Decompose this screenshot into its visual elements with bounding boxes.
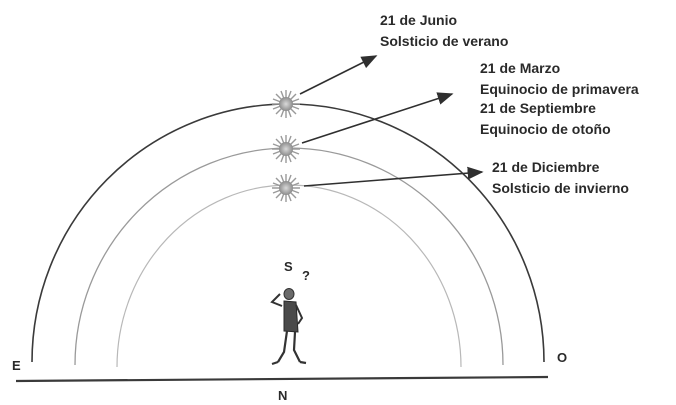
horizon-line <box>15 375 549 383</box>
sun-icon-equinox <box>272 135 300 163</box>
label-south: S <box>284 259 293 274</box>
sun-icon-june <box>272 90 300 118</box>
observer-figure-icon <box>270 288 307 366</box>
sun-icon-december <box>272 174 300 202</box>
label-north: N <box>278 388 287 403</box>
label-march-date: 21 de Marzo <box>480 60 560 76</box>
thought-question-mark: ? <box>302 268 310 283</box>
winter-solstice-arc <box>116 184 462 368</box>
label-june-name: Solsticio de verano <box>380 33 508 49</box>
label-december-date: 21 de Diciembre <box>492 159 600 175</box>
label-sept-date: 21 de Septiembre <box>480 100 596 116</box>
label-west: O <box>557 350 567 365</box>
arrow-december <box>303 166 484 187</box>
arrow-equinox <box>301 92 454 144</box>
label-june-date: 21 de Junio <box>380 12 457 28</box>
label-march-name: Equinocio de primavera <box>480 81 639 97</box>
label-east: E <box>12 358 21 373</box>
arrow-june <box>299 55 378 95</box>
label-sept-name: Equinocio de otoño <box>480 121 611 137</box>
label-december-name: Solsticio de invierno <box>492 180 629 196</box>
